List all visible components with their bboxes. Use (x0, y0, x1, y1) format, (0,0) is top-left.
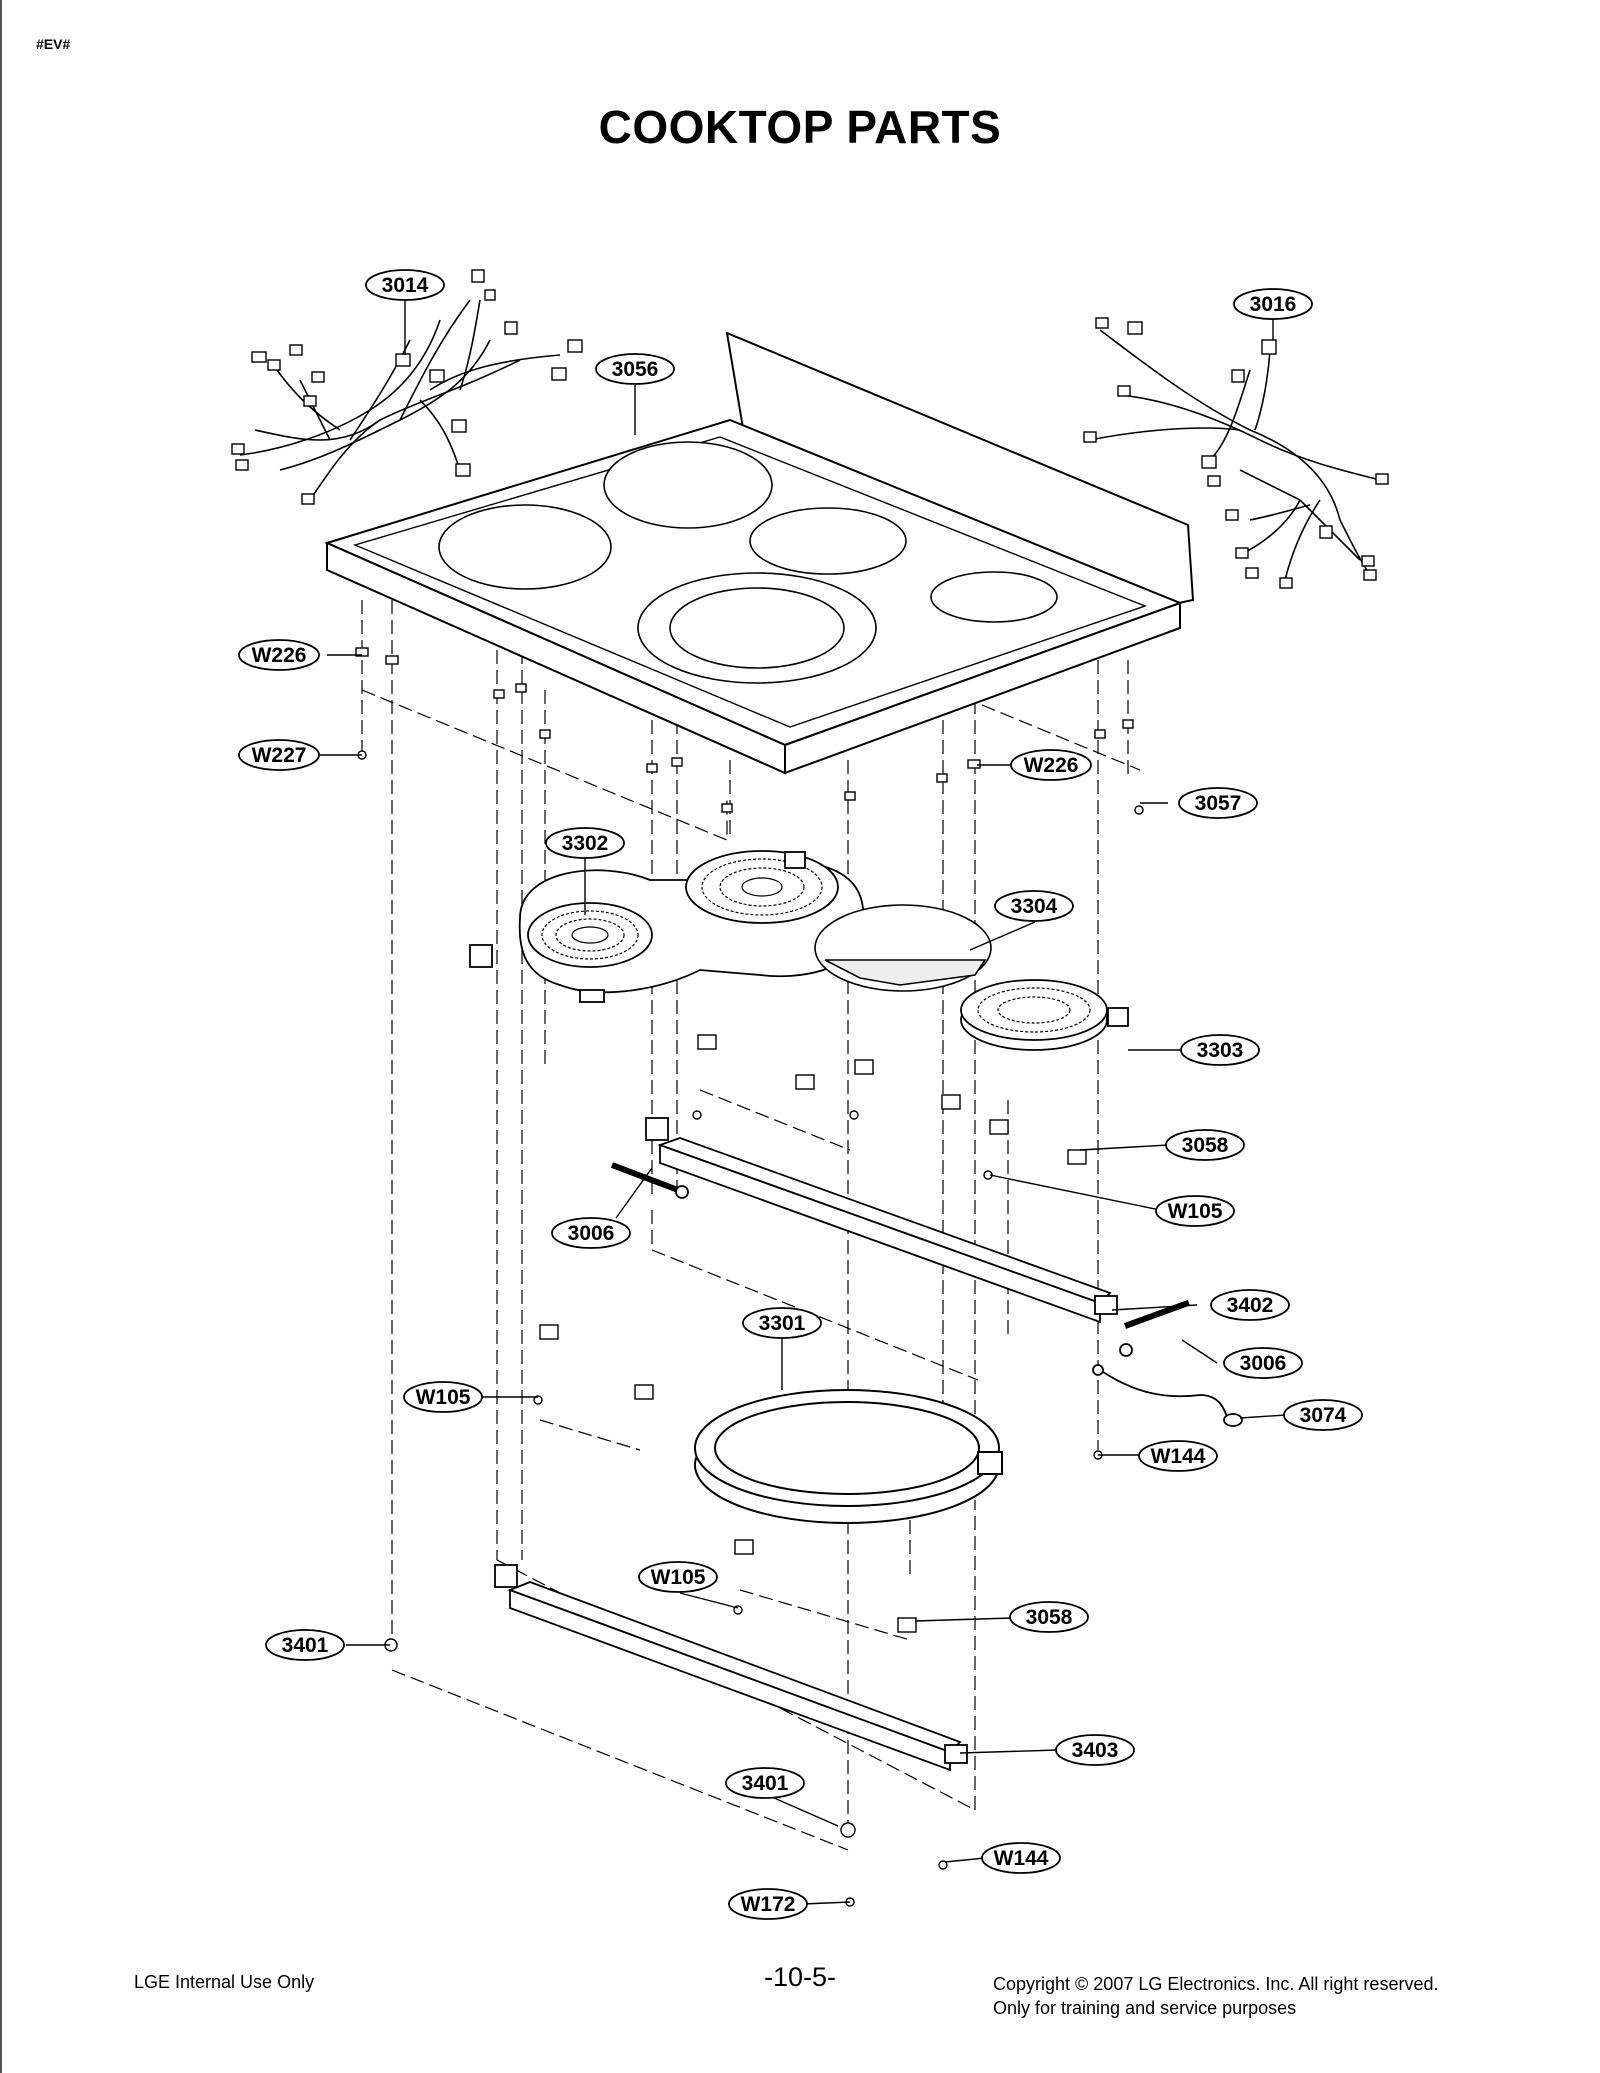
callout-3058-lower: 3058 (1009, 1601, 1089, 1633)
page-title: COOKTOP PARTS (598, 101, 1002, 153)
callout-3006-left: 3006 (551, 1217, 631, 1249)
harness-left-connectors (231, 269, 583, 505)
svg-text:W144: W144 (1151, 1445, 1206, 1468)
svg-text:3303: 3303 (1197, 1039, 1244, 1062)
callouts: 3014 3016 3056 W226 W227 W226 3057 3302 … (238, 269, 1363, 1920)
callout-w105-center: W105 (638, 1561, 718, 1593)
svg-text:W226: W226 (1024, 754, 1079, 777)
svg-text:3058: 3058 (1026, 1606, 1073, 1629)
svg-text:3401: 3401 (282, 1634, 329, 1657)
svg-text:3402: 3402 (1227, 1294, 1274, 1317)
callout-w227: W227 (238, 739, 320, 771)
bracket-3402 (645, 1117, 1118, 1324)
footer-copyright-block: Copyright © 2007 LG Electronics. Inc. Al… (993, 1972, 1438, 2020)
callout-w144-upper: W144 (1138, 1440, 1218, 1472)
dual-element-3302 (469, 850, 865, 1003)
ground-wires (610, 1162, 1243, 1427)
callout-w226-right: W226 (1010, 749, 1092, 781)
wire-harness-right (1089, 329, 1381, 581)
callout-w105-left: W105 (403, 1381, 483, 1413)
footer-internal-use: LGE Internal Use Only (134, 1972, 315, 1992)
footer-page-number: -10-5- (763, 1962, 837, 1992)
page-edge (0, 0, 2, 2073)
callout-3014: 3014 (365, 269, 445, 301)
svg-text:3006: 3006 (1240, 1352, 1287, 1375)
callout-3058-upper: 3058 (1165, 1129, 1245, 1161)
svg-text:3057: 3057 (1195, 792, 1242, 815)
svg-text:3074: 3074 (1300, 1404, 1347, 1427)
element-cover-3304 (814, 904, 992, 992)
callout-3401-left: 3401 (265, 1629, 345, 1661)
svg-text:3301: 3301 (759, 1312, 806, 1335)
svg-text:3006: 3006 (568, 1222, 615, 1245)
svg-text:3016: 3016 (1250, 293, 1297, 316)
svg-text:W105: W105 (1168, 1200, 1223, 1223)
svg-text:3056: 3056 (612, 358, 659, 381)
doc-tag: #EV# (36, 36, 71, 52)
callout-3403: 3403 (1055, 1734, 1135, 1766)
callout-3303: 3303 (1180, 1034, 1260, 1066)
svg-text:3403: 3403 (1072, 1739, 1119, 1762)
footer-copyright: Copyright © 2007 LG Electronics. Inc. Al… (993, 1974, 1439, 1994)
leader-lines (318, 297, 1287, 1905)
harness-right-connectors (1083, 317, 1389, 589)
ring-element-3301 (694, 1389, 1003, 1524)
svg-text:3058: 3058 (1182, 1134, 1229, 1157)
single-element-3303 (960, 979, 1129, 1051)
callout-w172: W172 (728, 1888, 808, 1920)
callout-w226-left: W226 (238, 639, 320, 671)
assembly-guides (361, 600, 1141, 1851)
svg-text:W105: W105 (416, 1386, 471, 1409)
callout-3302: 3302 (545, 827, 625, 859)
callout-3401-center: 3401 (725, 1767, 805, 1799)
callout-3301: 3301 (742, 1307, 822, 1339)
svg-text:3304: 3304 (1011, 895, 1058, 918)
callout-3056: 3056 (595, 353, 675, 385)
callout-w144-lower: W144 (981, 1842, 1061, 1874)
svg-text:3014: 3014 (382, 274, 429, 297)
callout-3074: 3074 (1283, 1399, 1363, 1431)
svg-text:W226: W226 (252, 644, 307, 667)
callout-w105-right: W105 (1155, 1195, 1235, 1227)
svg-text:W144: W144 (994, 1847, 1049, 1870)
hardware (355, 647, 1144, 1907)
svg-text:W105: W105 (651, 1566, 706, 1589)
bracket-3403 (494, 1564, 968, 1772)
footer-note: Only for training and service purposes (993, 1998, 1297, 2018)
callout-3006-right: 3006 (1223, 1347, 1303, 1379)
svg-text:W227: W227 (252, 744, 307, 767)
callout-3016: 3016 (1233, 288, 1313, 320)
svg-text:3302: 3302 (562, 832, 609, 855)
callout-3402: 3402 (1210, 1289, 1290, 1321)
callout-3304: 3304 (994, 890, 1074, 922)
callout-3057: 3057 (1178, 787, 1258, 819)
cooktop-glass (324, 331, 1195, 775)
svg-text:W172: W172 (741, 1893, 796, 1916)
svg-text:3401: 3401 (742, 1772, 789, 1795)
